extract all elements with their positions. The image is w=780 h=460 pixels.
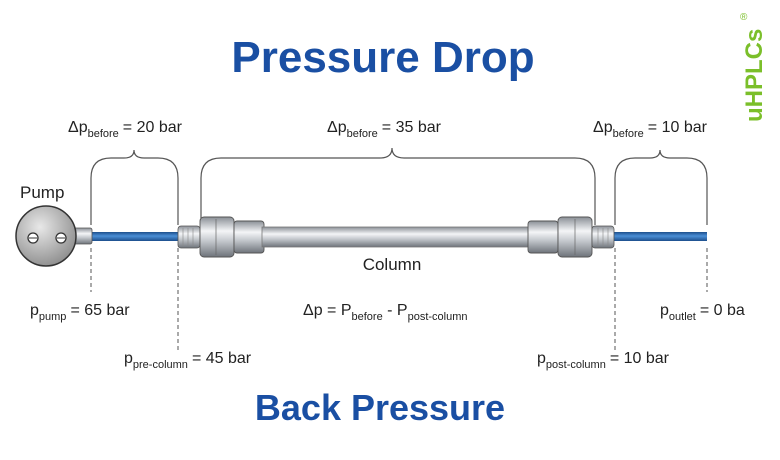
drop-label-1: Δpbefore= 20 bar	[68, 119, 183, 140]
brand-registered-mark: ®	[740, 12, 748, 23]
bracket-segment-3	[614, 149, 708, 225]
column-icon	[177, 216, 615, 258]
tube-inlet	[92, 232, 180, 241]
pressure-pre-column-label: ppre-column= 45 bar	[124, 350, 252, 371]
drop-label-3: Δpbefore= 10 bar	[593, 119, 708, 140]
pump-label: Pump	[20, 183, 64, 202]
page-title: Pressure Drop	[231, 33, 534, 82]
pump-icon	[15, 205, 93, 267]
pressure-pump-label: ppump= 65 bar	[30, 302, 130, 323]
pressure-drop-formula: Δp = Pbefore - Ppost-column	[303, 302, 468, 323]
drop-label-2: Δpbefore= 35 bar	[327, 119, 442, 140]
brand-logo-text: uHPLCs	[741, 29, 768, 122]
tube-outlet	[605, 232, 707, 241]
pressure-outlet-label: poutlet= 0 ba	[660, 302, 745, 323]
bracket-segment-1	[90, 149, 179, 225]
brand-logo: uHPLCs	[741, 29, 768, 122]
bracket-segment-2	[200, 147, 596, 225]
column-label: Column	[363, 255, 422, 274]
page-subtitle: Back Pressure	[255, 387, 505, 428]
pressure-post-column-label: ppost-column= 10 bar	[537, 350, 670, 371]
